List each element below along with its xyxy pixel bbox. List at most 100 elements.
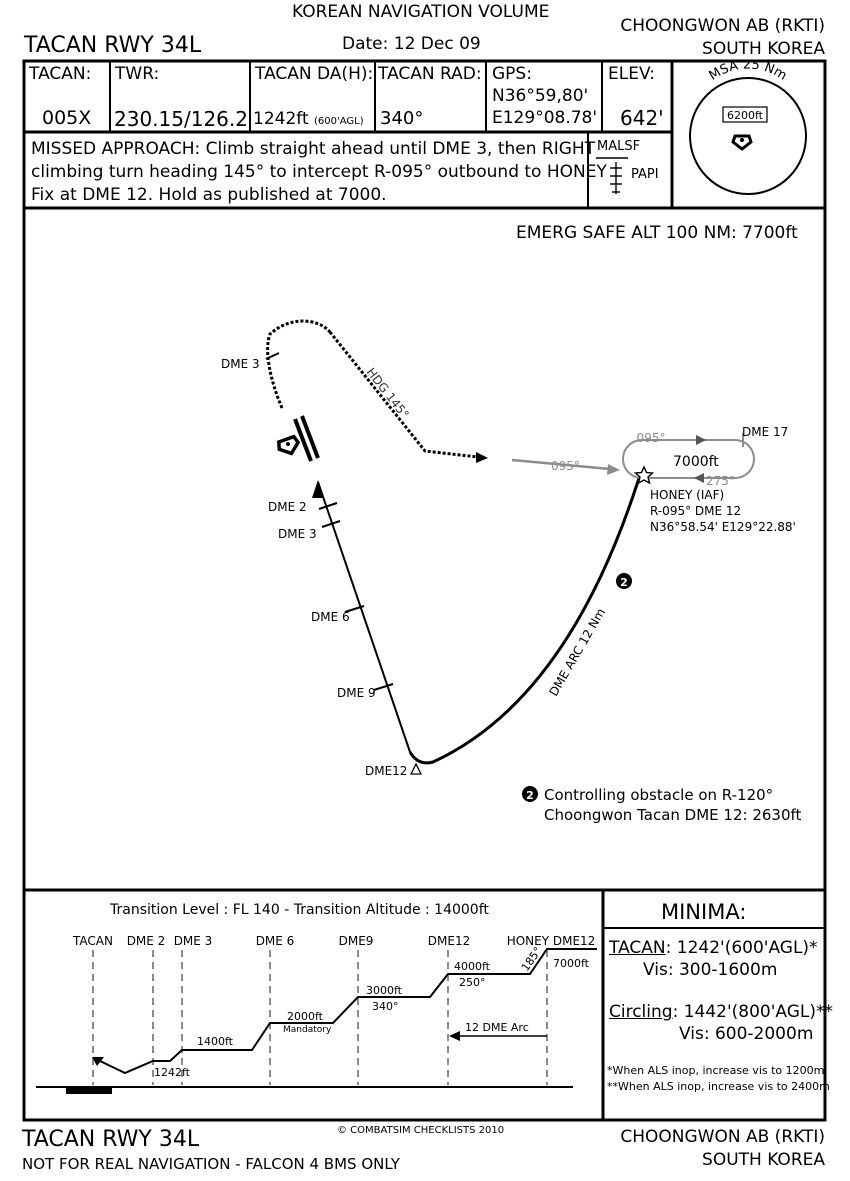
honey-coordinates: N36°58.54' E129°22.88' — [650, 520, 796, 534]
twr-frequency: 230.15/126.2 — [114, 107, 248, 131]
minima-tacan-label: TACAN — [609, 938, 666, 958]
arc-arrow-icon — [449, 1031, 460, 1041]
missed-approach-line-1: MISSED APPROACH: Climb straight ahead un… — [31, 139, 596, 159]
hold-outbound-arrow-icon — [696, 435, 706, 445]
da-value: 1242ft (600'AGL) — [253, 109, 364, 129]
volume-title: KOREAN NAVIGATION VOLUME — [292, 2, 550, 22]
alt-3000: 3000ft — [366, 984, 403, 997]
obstacle-note-line-1: Controlling obstacle on R-120° — [544, 786, 773, 804]
runway-icon — [293, 415, 320, 462]
svg-text:2: 2 — [526, 789, 534, 802]
hdg-label: HDG 145° — [364, 365, 412, 421]
hold-095-label: 095° — [637, 431, 666, 445]
dme12-label: DME12 — [365, 764, 407, 778]
dme17-label: DME 17 — [742, 425, 788, 439]
msa-altitude: 6200ft — [727, 109, 764, 122]
honey-radial: R-095° DME 12 — [650, 504, 741, 518]
rad-label: TACAN RAD: — [378, 64, 482, 84]
r095-outbound-line — [511, 458, 611, 471]
dme2-label: DME 2 — [268, 500, 307, 514]
elev-value: 642' — [620, 106, 664, 130]
footer-procedure: TACAN RWY 34L — [22, 1127, 200, 1152]
profile-fix-dme3: DME 3 — [174, 934, 213, 948]
country-name: SOUTH KOREA — [702, 39, 825, 59]
alt-7000: 7000ft — [553, 957, 590, 970]
minima-note-1: *When ALS inop, increase vis to 1200m — [607, 1064, 825, 1077]
footer-disclaimer: NOT FOR REAL NAVIGATION - FALCON 4 BMS O… — [22, 1155, 400, 1173]
tacan-station-icon — [276, 434, 301, 456]
course-340: 340° — [372, 1000, 399, 1013]
profile-fix-dme6: DME 6 — [256, 934, 295, 948]
dme-arc-path — [408, 477, 641, 765]
alt-1242: 1242ft — [154, 1066, 191, 1079]
twr-label: TWR: — [115, 64, 160, 84]
emerg-safe-alt: EMERG SAFE ALT 100 NM: 7700ft — [516, 223, 798, 243]
honey-name: HONEY (IAF) — [650, 488, 724, 502]
profile-path — [97, 948, 597, 1075]
minima-title: MINIMA: — [661, 900, 747, 924]
tacan-channel: 005X — [42, 107, 92, 129]
svg-text:2: 2 — [620, 576, 628, 589]
minima-circling: Circling: 1442'(800'AGL)** — [609, 1002, 833, 1022]
alt-2000: 2000ft — [287, 1010, 324, 1023]
alt-4000: 4000ft — [454, 960, 491, 973]
gps-latitude: N36°59,80' — [492, 86, 589, 106]
profile-fix-tacan: TACAN — [72, 934, 113, 948]
runway-block — [66, 1087, 112, 1094]
profile-fix-honey: HONEY DME12 — [507, 934, 596, 948]
r095-arrow-icon — [607, 464, 620, 475]
footer-airport: CHOONGWON AB (RKTI) — [620, 1127, 825, 1147]
lighting-symbol-icon — [596, 157, 628, 194]
r095-label: 095° — [551, 459, 580, 473]
missed-approach-line-3: Fix at DME 12. Hold as published at 7000… — [31, 185, 387, 205]
minima-circling-label: Circling — [609, 1002, 673, 1022]
minima-tacan-vis: Vis: 300-1600m — [643, 960, 778, 980]
msa-circle: MSA 25 Nm 6200ft — [689, 61, 807, 195]
malsf-label: MALSF — [597, 139, 641, 154]
gps-longitude: E129°08.78' — [492, 108, 598, 128]
approach-arrow-icon — [312, 480, 324, 498]
missed-dme3-label: DME 3 — [221, 357, 260, 371]
minima-tacan-value: : 1242'(600'AGL)* — [665, 938, 818, 958]
obstacle-note-marker-icon: 2 — [522, 786, 538, 802]
missed-approach-turn — [266, 319, 332, 409]
missed-dme3-tick — [265, 352, 280, 360]
obstacle-note-line-2: Choongwon Tacan DME 12: 2630ft — [544, 806, 802, 824]
honey-fix-star-icon — [633, 465, 655, 485]
profile-fix-dme12: DME12 — [428, 934, 470, 948]
dme6-tick — [344, 605, 365, 613]
minima-tacan: TACAN: 1242'(600'AGL)* — [609, 938, 818, 958]
minima-circling-vis: Vis: 600-2000m — [679, 1024, 814, 1044]
dme6-label: DME 6 — [311, 610, 350, 624]
dme12-triangle-icon — [409, 762, 423, 775]
rad-value: 340° — [380, 108, 424, 129]
transition-info: Transition Level : FL 140 - Transition A… — [109, 902, 489, 918]
gps-label: GPS: — [492, 64, 532, 84]
missed-arrow-icon — [476, 452, 488, 463]
profile-view: Transition Level : FL 140 - Transition A… — [36, 902, 597, 1094]
arc-label-profile: 12 DME Arc — [465, 1021, 529, 1034]
course-250: 250° — [459, 976, 486, 989]
holding-pattern — [622, 439, 755, 479]
approach-course-line — [317, 481, 411, 753]
tacan-label: TACAN: — [29, 64, 92, 84]
missed-approach-line-2: climbing turn heading 145° to intercept … — [31, 162, 607, 182]
tacan-icon — [731, 134, 753, 151]
hold-275-label: 275° — [706, 474, 735, 488]
obstacle-marker-icon: 2 — [616, 573, 632, 589]
dme3-tick — [321, 520, 341, 528]
minima-note-2: **When ALS inop, increase vis to 2400m — [607, 1080, 830, 1093]
elev-label: ELEV: — [608, 64, 655, 84]
profile-start-arrow-icon — [92, 1057, 104, 1066]
footer-country: SOUTH KOREA — [702, 1150, 825, 1170]
footer-copyright: © COMBATSIM CHECKLISTS 2010 — [337, 1125, 505, 1136]
chart-date: Date: 12 Dec 09 — [342, 34, 481, 54]
profile-fix-dme2: DME 2 — [127, 934, 166, 948]
alt-1400: 1400ft — [197, 1035, 234, 1048]
dme9-label: DME 9 — [337, 686, 376, 700]
profile-fix-dme9: DME9 — [339, 934, 374, 948]
procedure-title: TACAN RWY 34L — [24, 33, 202, 58]
missed-approach-heading-line — [328, 331, 479, 459]
dme3-label: DME 3 — [278, 527, 317, 541]
papi-label: PAPI — [631, 167, 659, 182]
